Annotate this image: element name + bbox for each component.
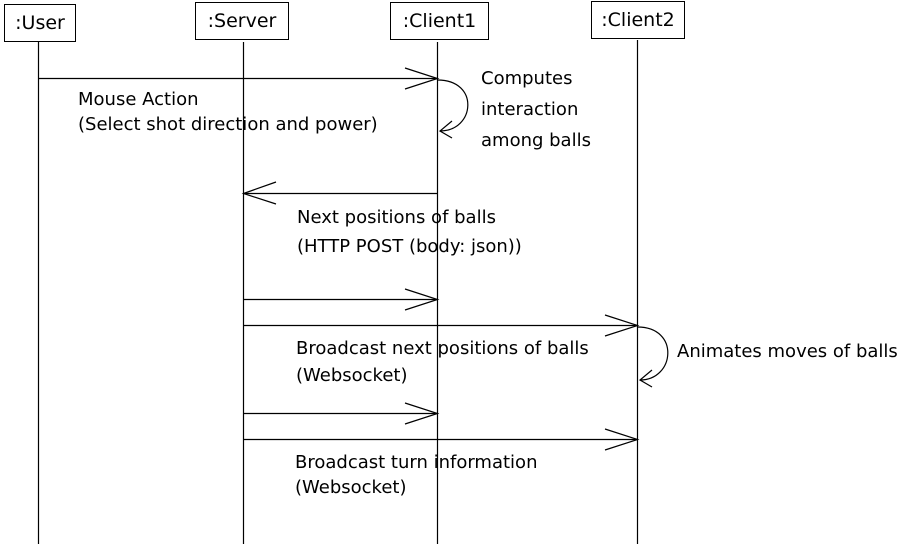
computes-line-3: among balls — [481, 130, 591, 151]
broadcast-positions-line-2: (Websocket) — [296, 365, 408, 386]
next-positions-arrow — [241, 181, 438, 205]
next-positions-label: Next positions of balls (HTTP POST (body… — [297, 203, 522, 261]
server-to-client1-arrow-1 — [243, 288, 440, 311]
user-lifeline-box: :User — [4, 4, 76, 42]
client2-lifeline-label: :Client2 — [601, 8, 675, 31]
client2-lifeline-box: :Client2 — [591, 1, 685, 39]
computes-label: Computes interaction among balls — [481, 63, 591, 156]
user-lifeline-label: :User — [15, 11, 65, 34]
mouse-action-label: Mouse Action (Select shot direction and … — [78, 87, 378, 137]
client1-lifeline-label: :Client1 — [402, 9, 477, 32]
mouse-action-line-2: (Select shot direction and power) — [78, 114, 378, 135]
broadcast-turn-label: Broadcast turn information (Websocket) — [295, 450, 537, 500]
mouse-action-arrow — [38, 67, 440, 90]
broadcast-positions-label: Broadcast next positions of balls (Webso… — [296, 335, 589, 389]
server-lifeline-box: :Server — [195, 2, 289, 40]
computes-line-2: interaction — [481, 99, 579, 120]
computes-line-1: Computes — [481, 68, 573, 89]
server-to-client2-arrow-1 — [243, 314, 640, 337]
computes-self-arrow — [437, 79, 469, 139]
animates-self-arrow — [637, 326, 669, 388]
next-positions-line-1: Next positions of balls — [297, 207, 496, 228]
animates-label: Animates moves of balls — [677, 341, 898, 362]
broadcast-positions-line-1: Broadcast next positions of balls — [296, 338, 589, 359]
server-to-client2-arrow-2 — [243, 428, 640, 451]
server-lifeline-label: :Server — [207, 9, 277, 32]
client1-lifeline-box: :Client1 — [390, 2, 489, 40]
mouse-action-line-1: Mouse Action — [78, 89, 199, 110]
server-to-client1-arrow-2 — [243, 402, 440, 425]
broadcast-turn-line-2: (Websocket) — [295, 477, 407, 498]
broadcast-turn-line-1: Broadcast turn information — [295, 452, 538, 473]
next-positions-line-2: (HTTP POST (body: json)) — [297, 236, 522, 257]
